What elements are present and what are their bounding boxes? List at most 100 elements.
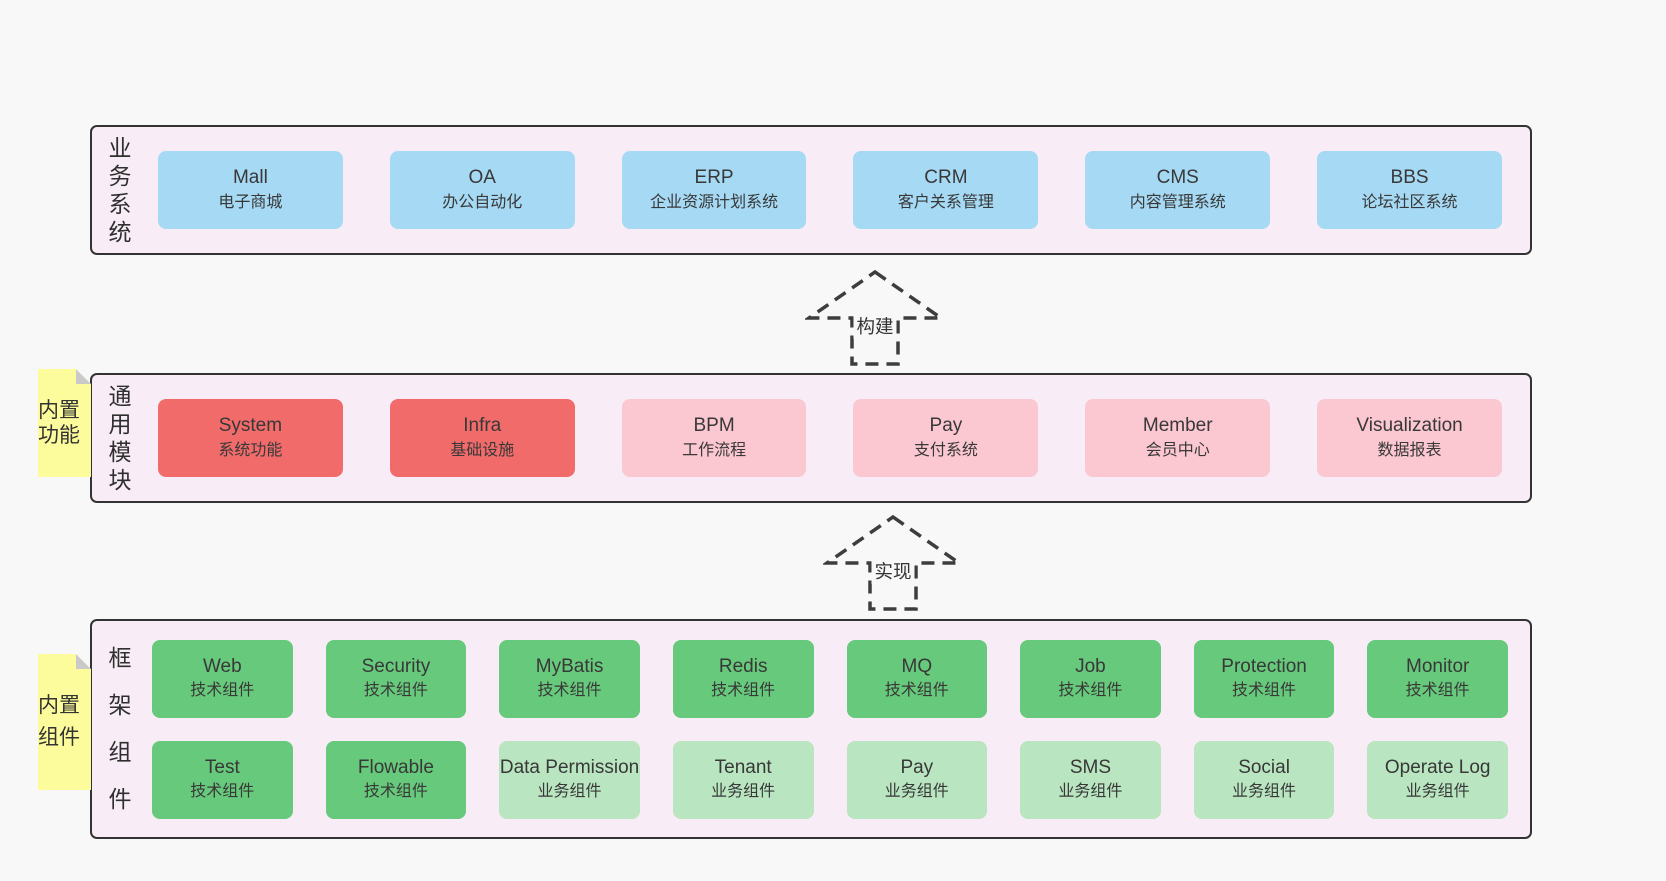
module-type: 客户关系管理 xyxy=(897,193,994,211)
module-type: 业务组件 xyxy=(1232,783,1297,801)
common-modules-side-label: 通用模块 xyxy=(108,383,132,493)
module-box: Protection 技术组件 xyxy=(1193,639,1335,718)
module-name: Monitor xyxy=(1406,655,1470,677)
module-type: 数据报表 xyxy=(1377,441,1442,459)
module-box: MyBatis 技术组件 xyxy=(499,639,640,718)
module-name: MQ xyxy=(901,655,933,677)
module-type: 电子商城 xyxy=(218,193,283,211)
builtin-features-sticky-note: 内置功能 xyxy=(38,369,91,477)
module-box: Tenant 业务组件 xyxy=(672,740,814,819)
module-type: 论坛社区系统 xyxy=(1361,193,1458,211)
module-name: Web xyxy=(202,655,242,677)
folded-corner-icon xyxy=(76,654,91,669)
module-name: Test xyxy=(204,756,240,778)
module-type: 基础设施 xyxy=(450,441,515,459)
module-box: Redis 技术组件 xyxy=(672,639,814,718)
module-box: Security 技术组件 xyxy=(325,639,467,718)
builtin-features-label: 内置功能 xyxy=(38,399,80,447)
module-box: Job 技术组件 xyxy=(1020,639,1161,718)
module-box: CMS 内容管理系统 xyxy=(1085,151,1271,229)
module-type: 业务组件 xyxy=(1405,783,1470,801)
common-modules-boxes: System 系统功能 Infra 基础设施 BPM 工作流程 Pay 支付系统… xyxy=(148,375,1512,501)
module-name: Security xyxy=(361,655,431,677)
module-type: 技术组件 xyxy=(1232,682,1297,700)
module-type: 系统功能 xyxy=(218,441,283,459)
module-name: Mall xyxy=(232,167,268,189)
build-arrow-label: 构建 xyxy=(853,313,897,339)
framework-components-section: 框架组件 Web 技术组件 Security 技术组件 MyBatis 技术组件… xyxy=(90,619,1532,839)
module-box: Test 技术组件 xyxy=(152,740,293,819)
build-arrow: 构建 xyxy=(805,268,945,368)
module-type: 业务组件 xyxy=(537,783,602,801)
module-name: Member xyxy=(1142,415,1213,437)
module-box: Mall 电子商城 xyxy=(158,151,343,229)
module-type: 企业资源计划系统 xyxy=(650,193,779,211)
module-box: Social 业务组件 xyxy=(1193,740,1335,819)
module-type: 技术组件 xyxy=(363,783,428,801)
module-type: 技术组件 xyxy=(884,682,949,700)
module-type: 技术组件 xyxy=(1405,682,1470,700)
module-box: BBS 论坛社区系统 xyxy=(1317,151,1502,229)
module-box: OA 办公自动化 xyxy=(389,151,575,229)
business-systems-section: 业务系统 Mall 电子商城 OA 办公自动化 ERP 企业资源计划系统 CRM… xyxy=(90,125,1532,255)
module-type: 技术组件 xyxy=(711,682,776,700)
dashed-up-arrow-icon xyxy=(823,514,963,611)
module-box: Flowable 技术组件 xyxy=(325,740,467,819)
module-name: Protection xyxy=(1221,655,1307,677)
module-type: 内容管理系统 xyxy=(1129,193,1226,211)
framework-components-rows: Web 技术组件 Security 技术组件 MyBatis 技术组件 Redi… xyxy=(148,621,1512,837)
module-box: Operate Log 业务组件 xyxy=(1367,740,1508,819)
module-name: Social xyxy=(1238,756,1290,778)
module-name: Pay xyxy=(929,415,963,437)
module-box: CRM 客户关系管理 xyxy=(853,151,1039,229)
framework-components-side-label: 框架组件 xyxy=(108,645,132,812)
module-name: CRM xyxy=(924,167,968,189)
module-name: Infra xyxy=(463,415,502,437)
business-systems-side-label: 业务系统 xyxy=(108,135,132,245)
implement-arrow-label: 实现 xyxy=(871,558,915,584)
tech-components-row: Web 技术组件 Security 技术组件 MyBatis 技术组件 Redi… xyxy=(152,639,1508,718)
folded-corner-icon xyxy=(76,369,91,384)
module-box: ERP 企业资源计划系统 xyxy=(621,151,807,229)
module-name: CMS xyxy=(1156,167,1199,189)
module-box: System 系统功能 xyxy=(158,399,343,477)
module-name: Data Permission xyxy=(499,756,640,778)
module-name: MyBatis xyxy=(535,655,604,677)
module-name: Pay xyxy=(900,756,934,778)
module-box: Web 技术组件 xyxy=(152,639,293,718)
module-box: Visualization 数据报表 xyxy=(1317,399,1502,477)
module-type: 业务组件 xyxy=(884,783,949,801)
module-type: 技术组件 xyxy=(537,682,602,700)
module-type: 技术组件 xyxy=(190,783,255,801)
module-name: System xyxy=(218,415,283,437)
business-systems-boxes: Mall 电子商城 OA 办公自动化 ERP 企业资源计划系统 CRM 客户关系… xyxy=(148,127,1512,253)
module-type: 办公自动化 xyxy=(442,193,523,211)
module-type: 支付系统 xyxy=(913,441,978,459)
module-name: Visualization xyxy=(1356,415,1463,437)
module-box: Member 会员中心 xyxy=(1085,399,1271,477)
implement-arrow: 实现 xyxy=(823,513,963,613)
module-box: Pay 业务组件 xyxy=(846,740,988,819)
module-type: 业务组件 xyxy=(711,783,776,801)
module-name: BBS xyxy=(1390,167,1429,189)
module-name: OA xyxy=(468,167,496,189)
module-type: 技术组件 xyxy=(1058,682,1123,700)
module-name: SMS xyxy=(1069,756,1112,778)
module-type: 工作流程 xyxy=(682,441,747,459)
module-name: Operate Log xyxy=(1384,756,1491,778)
builtin-components-sticky-note: 内置组件 xyxy=(38,654,91,790)
module-box: BPM 工作流程 xyxy=(621,399,807,477)
module-name: Flowable xyxy=(357,756,434,778)
module-name: ERP xyxy=(694,167,734,189)
module-type: 技术组件 xyxy=(363,682,428,700)
module-type: 业务组件 xyxy=(1058,783,1123,801)
common-modules-section: 通用模块 System 系统功能 Infra 基础设施 BPM 工作流程 Pay… xyxy=(90,373,1532,503)
module-name: Redis xyxy=(718,655,768,677)
module-type: 技术组件 xyxy=(190,682,255,700)
module-box: Data Permission 业务组件 xyxy=(499,740,640,819)
module-box: Monitor 技术组件 xyxy=(1367,639,1508,718)
module-box: SMS 业务组件 xyxy=(1020,740,1161,819)
module-name: Tenant xyxy=(714,756,772,778)
module-type: 会员中心 xyxy=(1145,441,1210,459)
